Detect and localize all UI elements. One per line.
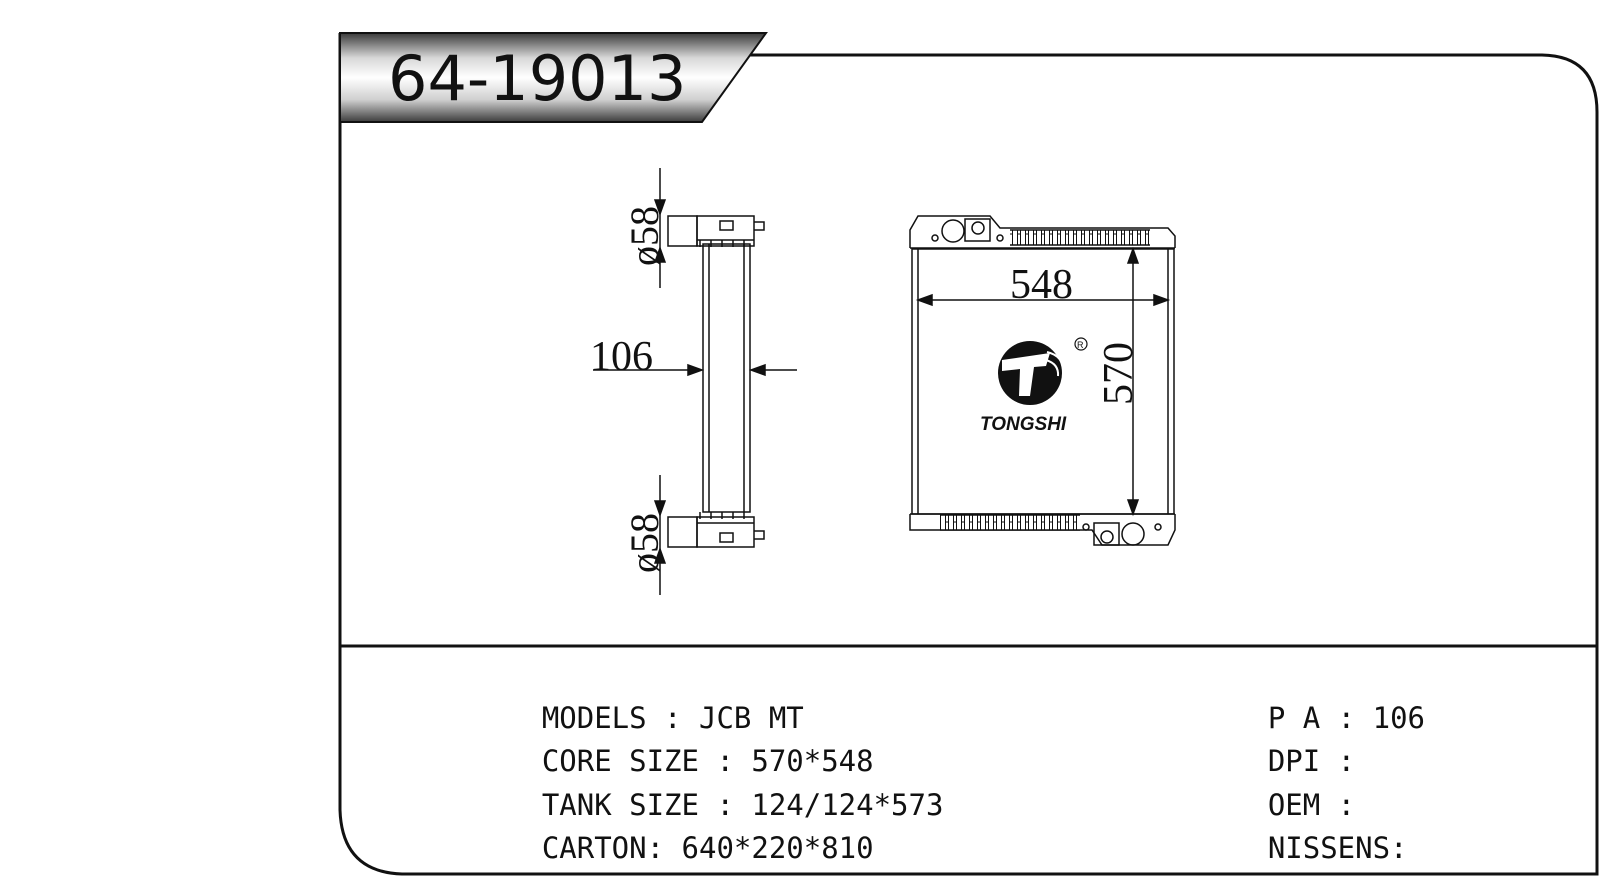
spec-row-core-size: CORE SIZE : 570*548 [472,718,874,805]
dimension-width: 548 [1010,262,1073,308]
spec-label: NISSENS: [1267,831,1408,865]
spec-row-dpi: DPI : [1198,718,1373,805]
spec-row-tank-size: TANK SIZE : 124/124*573 [472,762,944,849]
spec-label: P A : [1267,701,1373,735]
logo-brand-text: TONGSHI [980,414,1067,435]
spec-label: CORE SIZE : [541,744,752,778]
spec-value: 106 [1372,701,1425,735]
dimension-height: 570 [1096,342,1142,405]
spec-label: OEM : [1267,788,1373,822]
dimension-thickness: 106 [590,334,653,380]
spec-label: CARTON: [541,831,682,865]
spec-row-pa: P A : 106 [1198,675,1425,762]
spec-value: 570*548 [751,744,874,778]
spec-value: JCB MT [698,701,804,735]
part-number-tab [339,32,768,123]
dimension-inlet-diameter-bottom: ø58 [622,513,667,573]
spec-value: 640*220*810 [681,831,874,865]
dimension-inlet-diameter-top: ø58 [622,206,667,266]
front-view [909,215,1176,546]
sheet-frame [338,33,1599,876]
side-view [667,215,765,548]
part-number: 64-19013 [388,42,687,115]
front-view-dimension-lines [915,246,1171,517]
spec-label: MODELS : [541,701,699,735]
side-view-dimension-lines [593,168,797,595]
spec-value: 124/124*573 [751,788,944,822]
tongshi-logo: R TONGSHI [980,337,1088,435]
spec-row-carton: CARTON: 640*220*810 [472,805,874,892]
spec-label: TANK SIZE : [541,788,752,822]
spec-row-models: MODELS : JCB MT [472,675,804,762]
spec-label: DPI : [1267,744,1373,778]
registered-mark: R [1077,340,1084,350]
spec-row-nissens: NISSENS: [1198,805,1408,892]
spec-row-oem: OEM : [1198,762,1373,849]
